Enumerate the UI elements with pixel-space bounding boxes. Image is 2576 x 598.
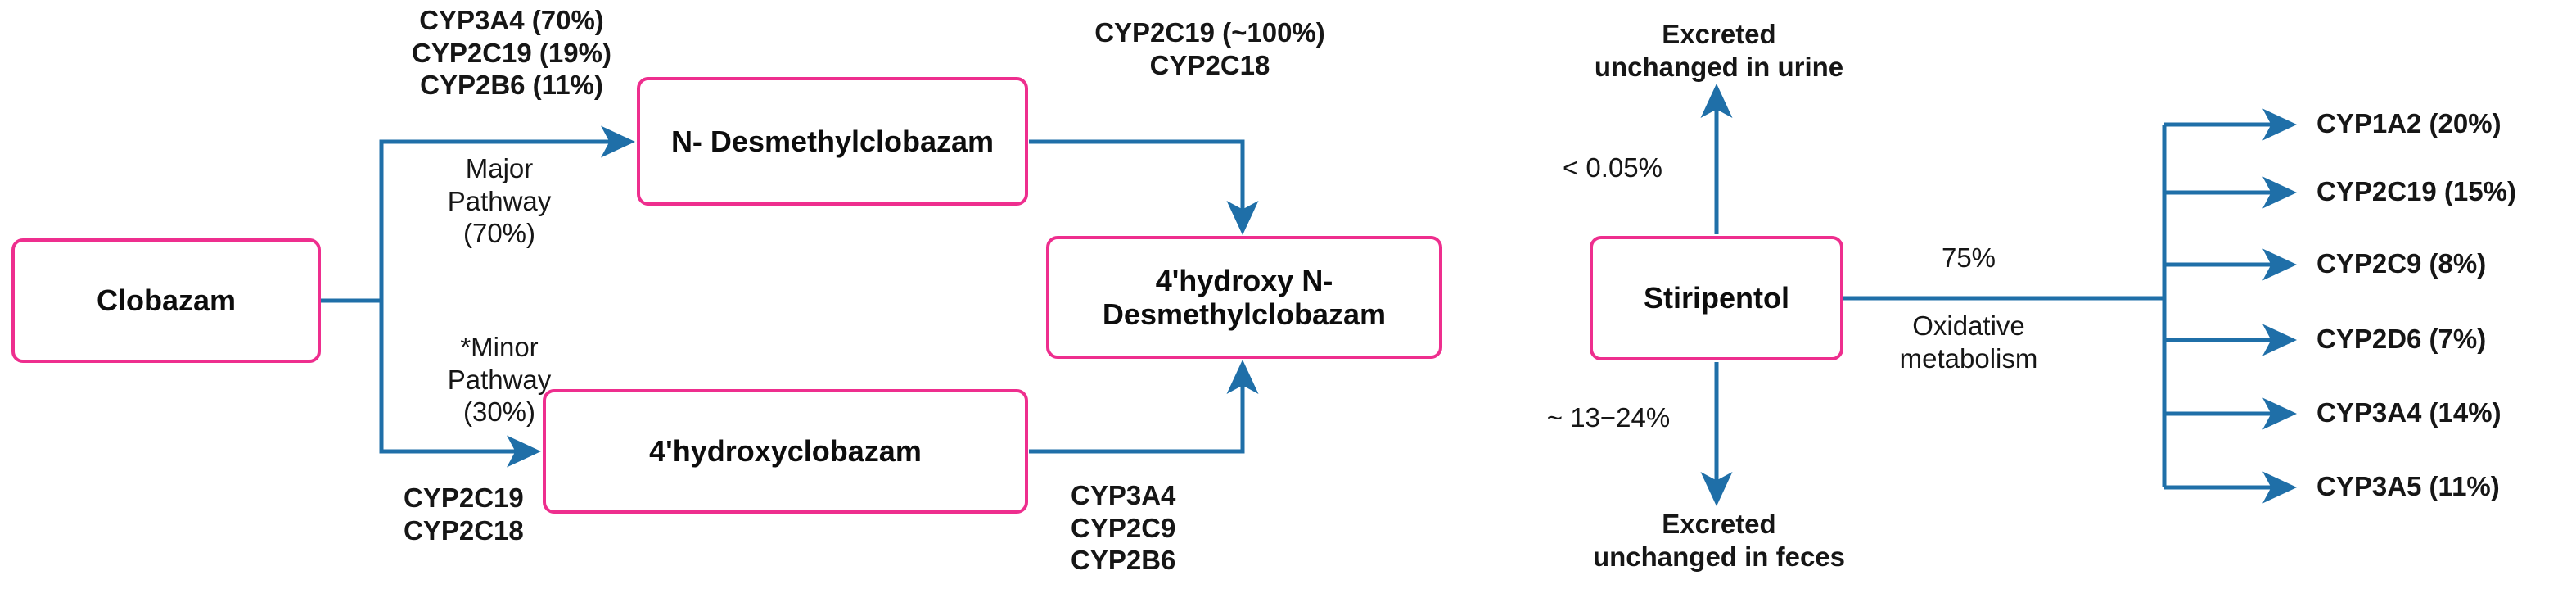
label-urine-percent: < 0.05% [1562,152,1662,183]
node-clobazam-label: Clobazam [96,283,237,318]
node-clobazam[interactable]: Clobazam [11,238,321,363]
node-hydroxy-n-desmethylclobazam[interactable]: 4'hydroxy N- Desmethylclobazam [1046,236,1442,359]
node-n-desmethylclobazam-label: N- Desmethylclobazam [670,124,995,158]
label-excreted-urine: Excreted unchanged in urine [1594,19,1844,82]
branch-label-cyp2d6: CYP2D6 (7%) [2317,324,2487,354]
node-stiripentol[interactable]: Stiripentol [1590,236,1843,360]
node-hydroxy-n-desmethylclobazam-label: 4'hydroxy N- Desmethylclobazam [1102,263,1387,331]
label-cyp-major-top: CYP3A4 (70%) CYP2C19 (19%) CYP2B6 (11%) [412,5,611,101]
label-minor-pathway: *Minor Pathway (30%) [447,332,552,428]
label-major-pathway: Major Pathway (70%) [447,153,552,249]
branch-label-cyp2c19: CYP2C19 (15%) [2317,176,2516,206]
label-oxidative-percent: 75% [1941,242,1996,273]
label-cyp-ndmc-to-hydroxy: CYP2C19 (~100%) CYP2C18 [1094,17,1325,80]
node-n-desmethylclobazam[interactable]: N- Desmethylclobazam [637,77,1028,206]
node-stiripentol-label: Stiripentol [1644,281,1789,315]
edge-hydroxyclobazam-to-hydroxyndmc [1029,359,1259,454]
label-excreted-feces: Excreted unchanged in feces [1592,509,1846,572]
label-oxidative-metabolism: Oxidative metabolism [1899,310,2038,374]
branch-label-cyp3a4: CYP3A4 (14%) [2317,397,2502,428]
label-cyp-hc-to-hydroxy: CYP3A4 CYP2C9 CYP2B6 [1071,480,1176,576]
node-hydroxyclobazam[interactable]: 4'hydroxyclobazam [543,389,1028,514]
branch-label-cyp1a2: CYP1A2 (20%) [2317,108,2502,138]
branch-label-cyp2c9: CYP2C9 (8%) [2317,248,2487,279]
branch-label-cyp3a5: CYP3A5 (11%) [2317,471,2500,501]
label-feces-percent: ~ 13−24% [1546,402,1671,433]
label-cyp-minor-bottom: CYP2C19 CYP2C18 [404,482,524,546]
edge-ndmc-to-hydroxyndmc [1029,139,1259,236]
node-hydroxyclobazam-label: 4'hydroxyclobazam [649,434,922,469]
